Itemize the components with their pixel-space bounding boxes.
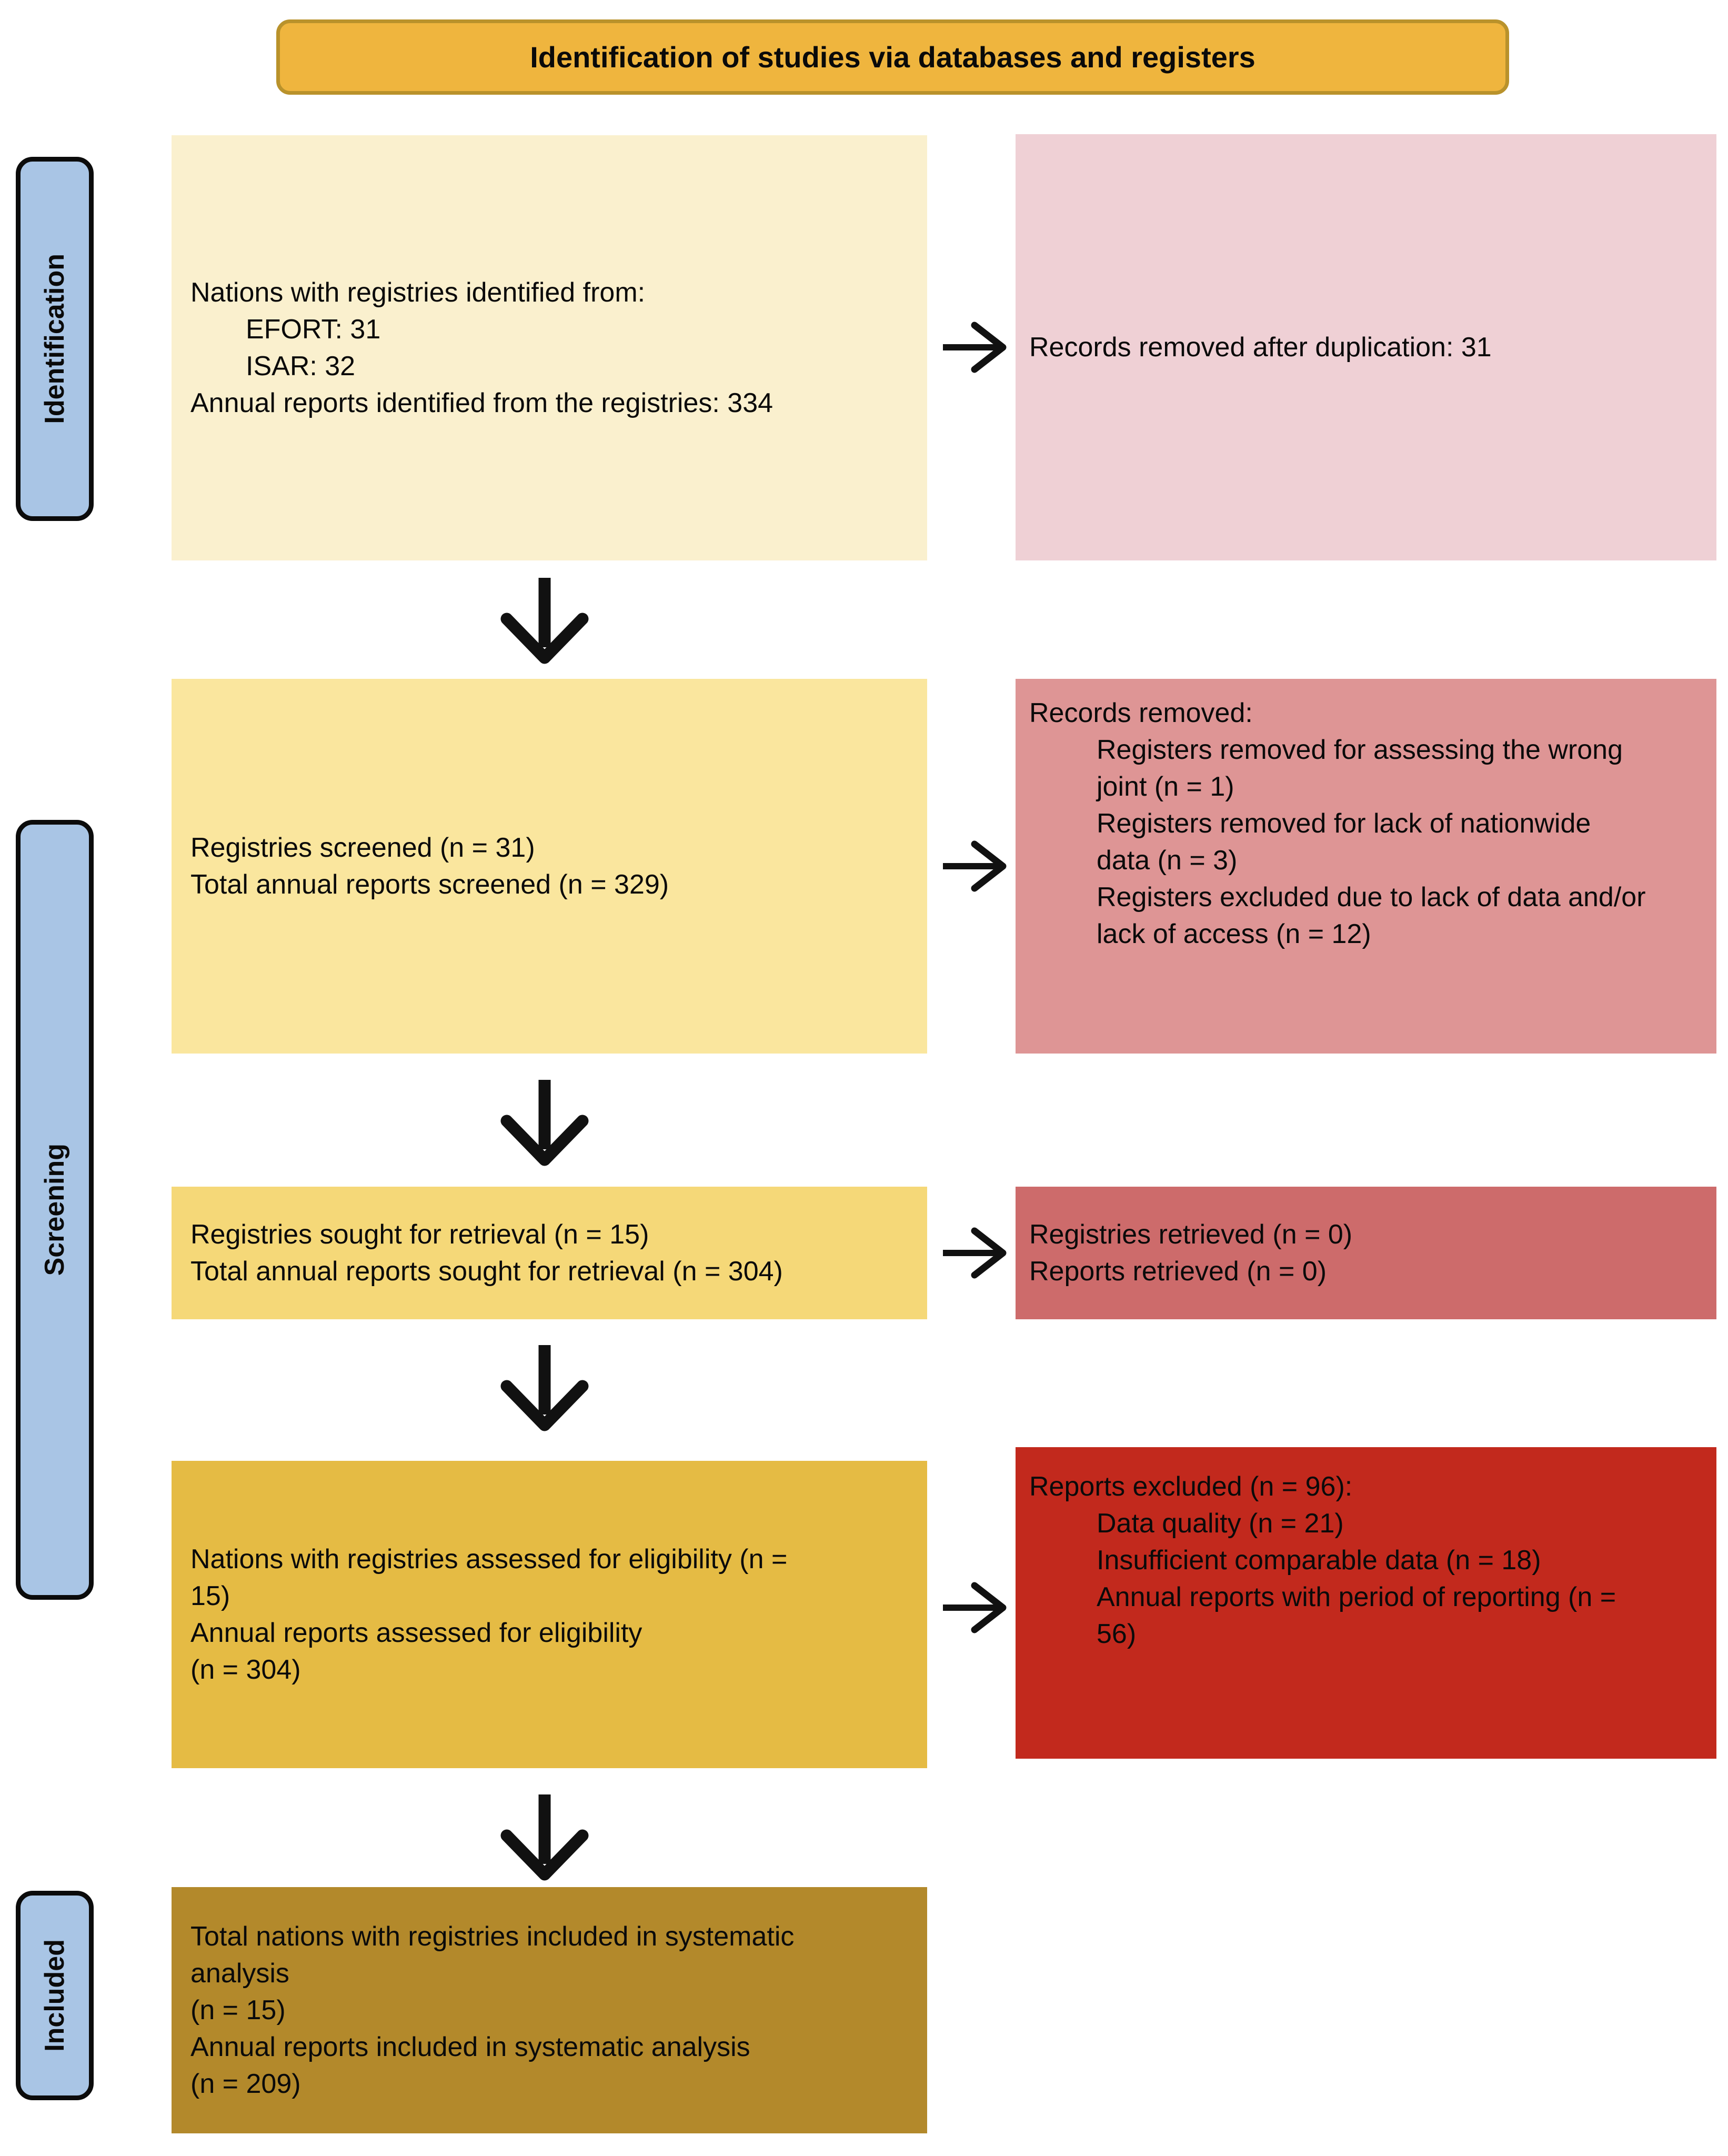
- box-text-line: EFORT: 31: [246, 314, 381, 345]
- box-text-line: Reports excluded (n = 96):: [1029, 1471, 1353, 1502]
- arrow-assessed-to-included: [500, 1794, 589, 1881]
- arrow-sought-to-retrieved: [943, 1227, 1007, 1279]
- stage-label-identification: Identification: [16, 157, 94, 521]
- stage-label-included: Included: [16, 1891, 94, 2100]
- box-text-line: Registries retrieved (n = 0): [1029, 1219, 1353, 1250]
- box-text-line: Annual reports assessed for eligibility: [190, 1618, 642, 1648]
- box-text-line: Insufficient comparable data (n = 18): [1097, 1545, 1541, 1576]
- box-included-in-analysis: Total nations with registries included i…: [172, 1887, 927, 2133]
- box-text-line: 15): [190, 1581, 230, 1611]
- box-text-line: (n = 15): [190, 1995, 286, 2025]
- box-text-line: Nations with registries identified from:: [190, 277, 646, 308]
- box-sought-for-retrieval: Registries sought for retrieval (n = 15)…: [172, 1187, 927, 1319]
- box-reports-excluded: Reports excluded (n = 96): Data quality …: [1016, 1447, 1716, 1759]
- arrow-identified-to-dedup: [943, 322, 1007, 373]
- box-text-line: Total nations with registries included i…: [190, 1921, 795, 1952]
- arrow-sought-to-assessed: [500, 1345, 589, 1431]
- box-text-line: Registries screened (n = 31): [190, 833, 535, 863]
- box-text-line: Registers excluded due to lack of data a…: [1097, 882, 1646, 912]
- box-text-line: (n = 304): [190, 1654, 301, 1685]
- box-text-line: (n = 209): [190, 2069, 301, 2099]
- box-text-line: Total annual reports sought for retrieva…: [190, 1256, 783, 1287]
- box-text-line: Records removed:: [1029, 698, 1253, 728]
- box-records-removed-duplication: Records removed after duplication: 31: [1016, 134, 1716, 560]
- box-text-line: Nations with registries assessed for eli…: [190, 1544, 788, 1575]
- box-text-line: lack of access (n = 12): [1097, 919, 1371, 949]
- box-text-line: Registries sought for retrieval (n = 15): [190, 1219, 649, 1250]
- box-text-line: Records removed after duplication: 31: [1029, 332, 1492, 363]
- box-text-line: data (n = 3): [1097, 845, 1238, 876]
- box-records-removed: Records removed: Registers removed for a…: [1016, 679, 1716, 1054]
- box-text-line: Registers removed for assessing the wron…: [1097, 735, 1623, 765]
- box-text-line: Annual reports with period of reporting …: [1097, 1582, 1616, 1612]
- box-text-line: Annual reports identified from the regis…: [190, 388, 773, 418]
- banner-title: Identification of studies via databases …: [276, 19, 1509, 95]
- arrow-assessed-to-excluded: [943, 1582, 1007, 1633]
- box-text-line: Total annual reports screened (n = 329): [190, 869, 669, 900]
- box-text-line: Annual reports included in systematic an…: [190, 2032, 750, 2062]
- stage-label-screening: Screening: [16, 820, 94, 1600]
- box-text-line: 56): [1097, 1619, 1137, 1649]
- stage-label-included-text: Included: [39, 1939, 70, 2052]
- box-records-identified: Nations with registries identified from:…: [172, 135, 927, 560]
- box-text-line: Data quality (n = 21): [1097, 1508, 1344, 1539]
- box-text-line: analysis: [190, 1958, 289, 1989]
- box-text-line: Registers removed for lack of nationwide: [1097, 808, 1591, 839]
- box-text-line: ISAR: 32: [246, 351, 356, 382]
- box-text-line: joint (n = 1): [1097, 771, 1234, 802]
- box-registries-screened: Registries screened (n = 31) Total annua…: [172, 679, 927, 1054]
- stage-label-identification-text: Identification: [39, 254, 70, 424]
- box-retrieved: Registries retrieved (n = 0) Reports ret…: [1016, 1187, 1716, 1319]
- arrow-screened-to-sought: [500, 1080, 589, 1166]
- arrow-identified-to-screened: [500, 578, 589, 664]
- stage-label-screening-text: Screening: [39, 1144, 70, 1276]
- box-assessed-for-eligibility: Nations with registries assessed for eli…: [172, 1461, 927, 1768]
- box-text-line: Reports retrieved (n = 0): [1029, 1256, 1327, 1287]
- arrow-screened-to-removed: [943, 840, 1007, 892]
